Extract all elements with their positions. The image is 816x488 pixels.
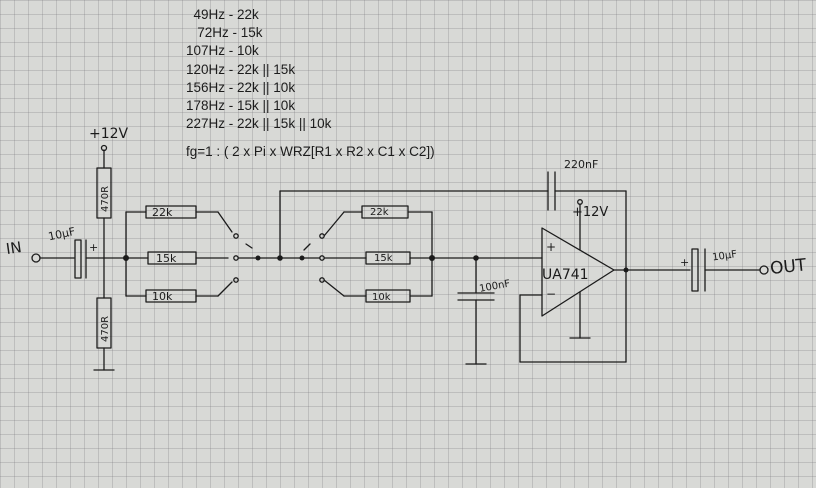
opamp-name: UA741 xyxy=(542,267,589,283)
resistor-bank-1 xyxy=(125,205,233,303)
note-row: 120Hz - 22k || 15k xyxy=(186,61,296,77)
junction xyxy=(123,255,129,261)
shunt-cap-label: 100nF xyxy=(478,279,511,295)
bank2-r1-label: 22k xyxy=(370,207,389,218)
junction xyxy=(623,267,629,273)
bank1-r3-label: 10k xyxy=(152,290,173,303)
feedback-loop xyxy=(279,171,627,363)
bank2-r3-label: 10k xyxy=(372,292,391,303)
opamp-supply-label: +12V xyxy=(572,205,608,220)
divider-bottom-label: 470R xyxy=(100,316,111,342)
note-row: 107Hz - 10k xyxy=(186,43,259,59)
bank1-r2-label: 15k xyxy=(156,252,177,265)
input-terminal xyxy=(31,253,75,263)
feedback-cap-label: 220nF xyxy=(564,158,598,171)
output-cap-label: 10µF xyxy=(712,249,738,263)
output-cap-plus: + xyxy=(680,256,689,269)
rotary-switch-2 xyxy=(301,233,325,283)
output-capacitor xyxy=(691,248,761,292)
input-cap-label: 10µF xyxy=(47,225,76,243)
supply-top-label: +12V xyxy=(89,126,129,142)
input-capacitor xyxy=(74,239,129,279)
output-terminal xyxy=(759,265,769,275)
divider-top-label: 470R xyxy=(100,186,111,212)
cutoff-formula: fg=1 : ( 2 x Pi x WRZ[R1 x R2 x C1 x C2]… xyxy=(186,144,435,160)
op-amp xyxy=(541,199,691,339)
input-cap-plus: + xyxy=(89,241,98,254)
bank1-r1-label: 22k xyxy=(152,206,173,219)
output-label: OUT xyxy=(769,255,808,279)
shunt-capacitor xyxy=(457,257,495,365)
opamp-minus: − xyxy=(546,287,556,301)
resistor-bank-2 xyxy=(323,205,433,303)
note-row: 49Hz - 22k xyxy=(186,7,259,22)
note-row: 156Hz - 22k || 10k xyxy=(186,79,296,95)
note-row: 72Hz - 15k xyxy=(186,25,263,41)
rotary-switch-1 xyxy=(233,233,257,283)
opamp-plus: + xyxy=(546,240,556,254)
input-label: IN xyxy=(5,238,23,258)
bank2-r2-label: 15k xyxy=(374,253,393,264)
note-row: 227Hz - 22k || 15k || 10k xyxy=(186,116,332,132)
frequency-notes: 49Hz - 22k 72Hz - 15k 107Hz - 10k 120Hz … xyxy=(186,6,435,162)
voltage-divider xyxy=(93,144,115,371)
note-row: 178Hz - 15k || 10k xyxy=(186,98,296,114)
